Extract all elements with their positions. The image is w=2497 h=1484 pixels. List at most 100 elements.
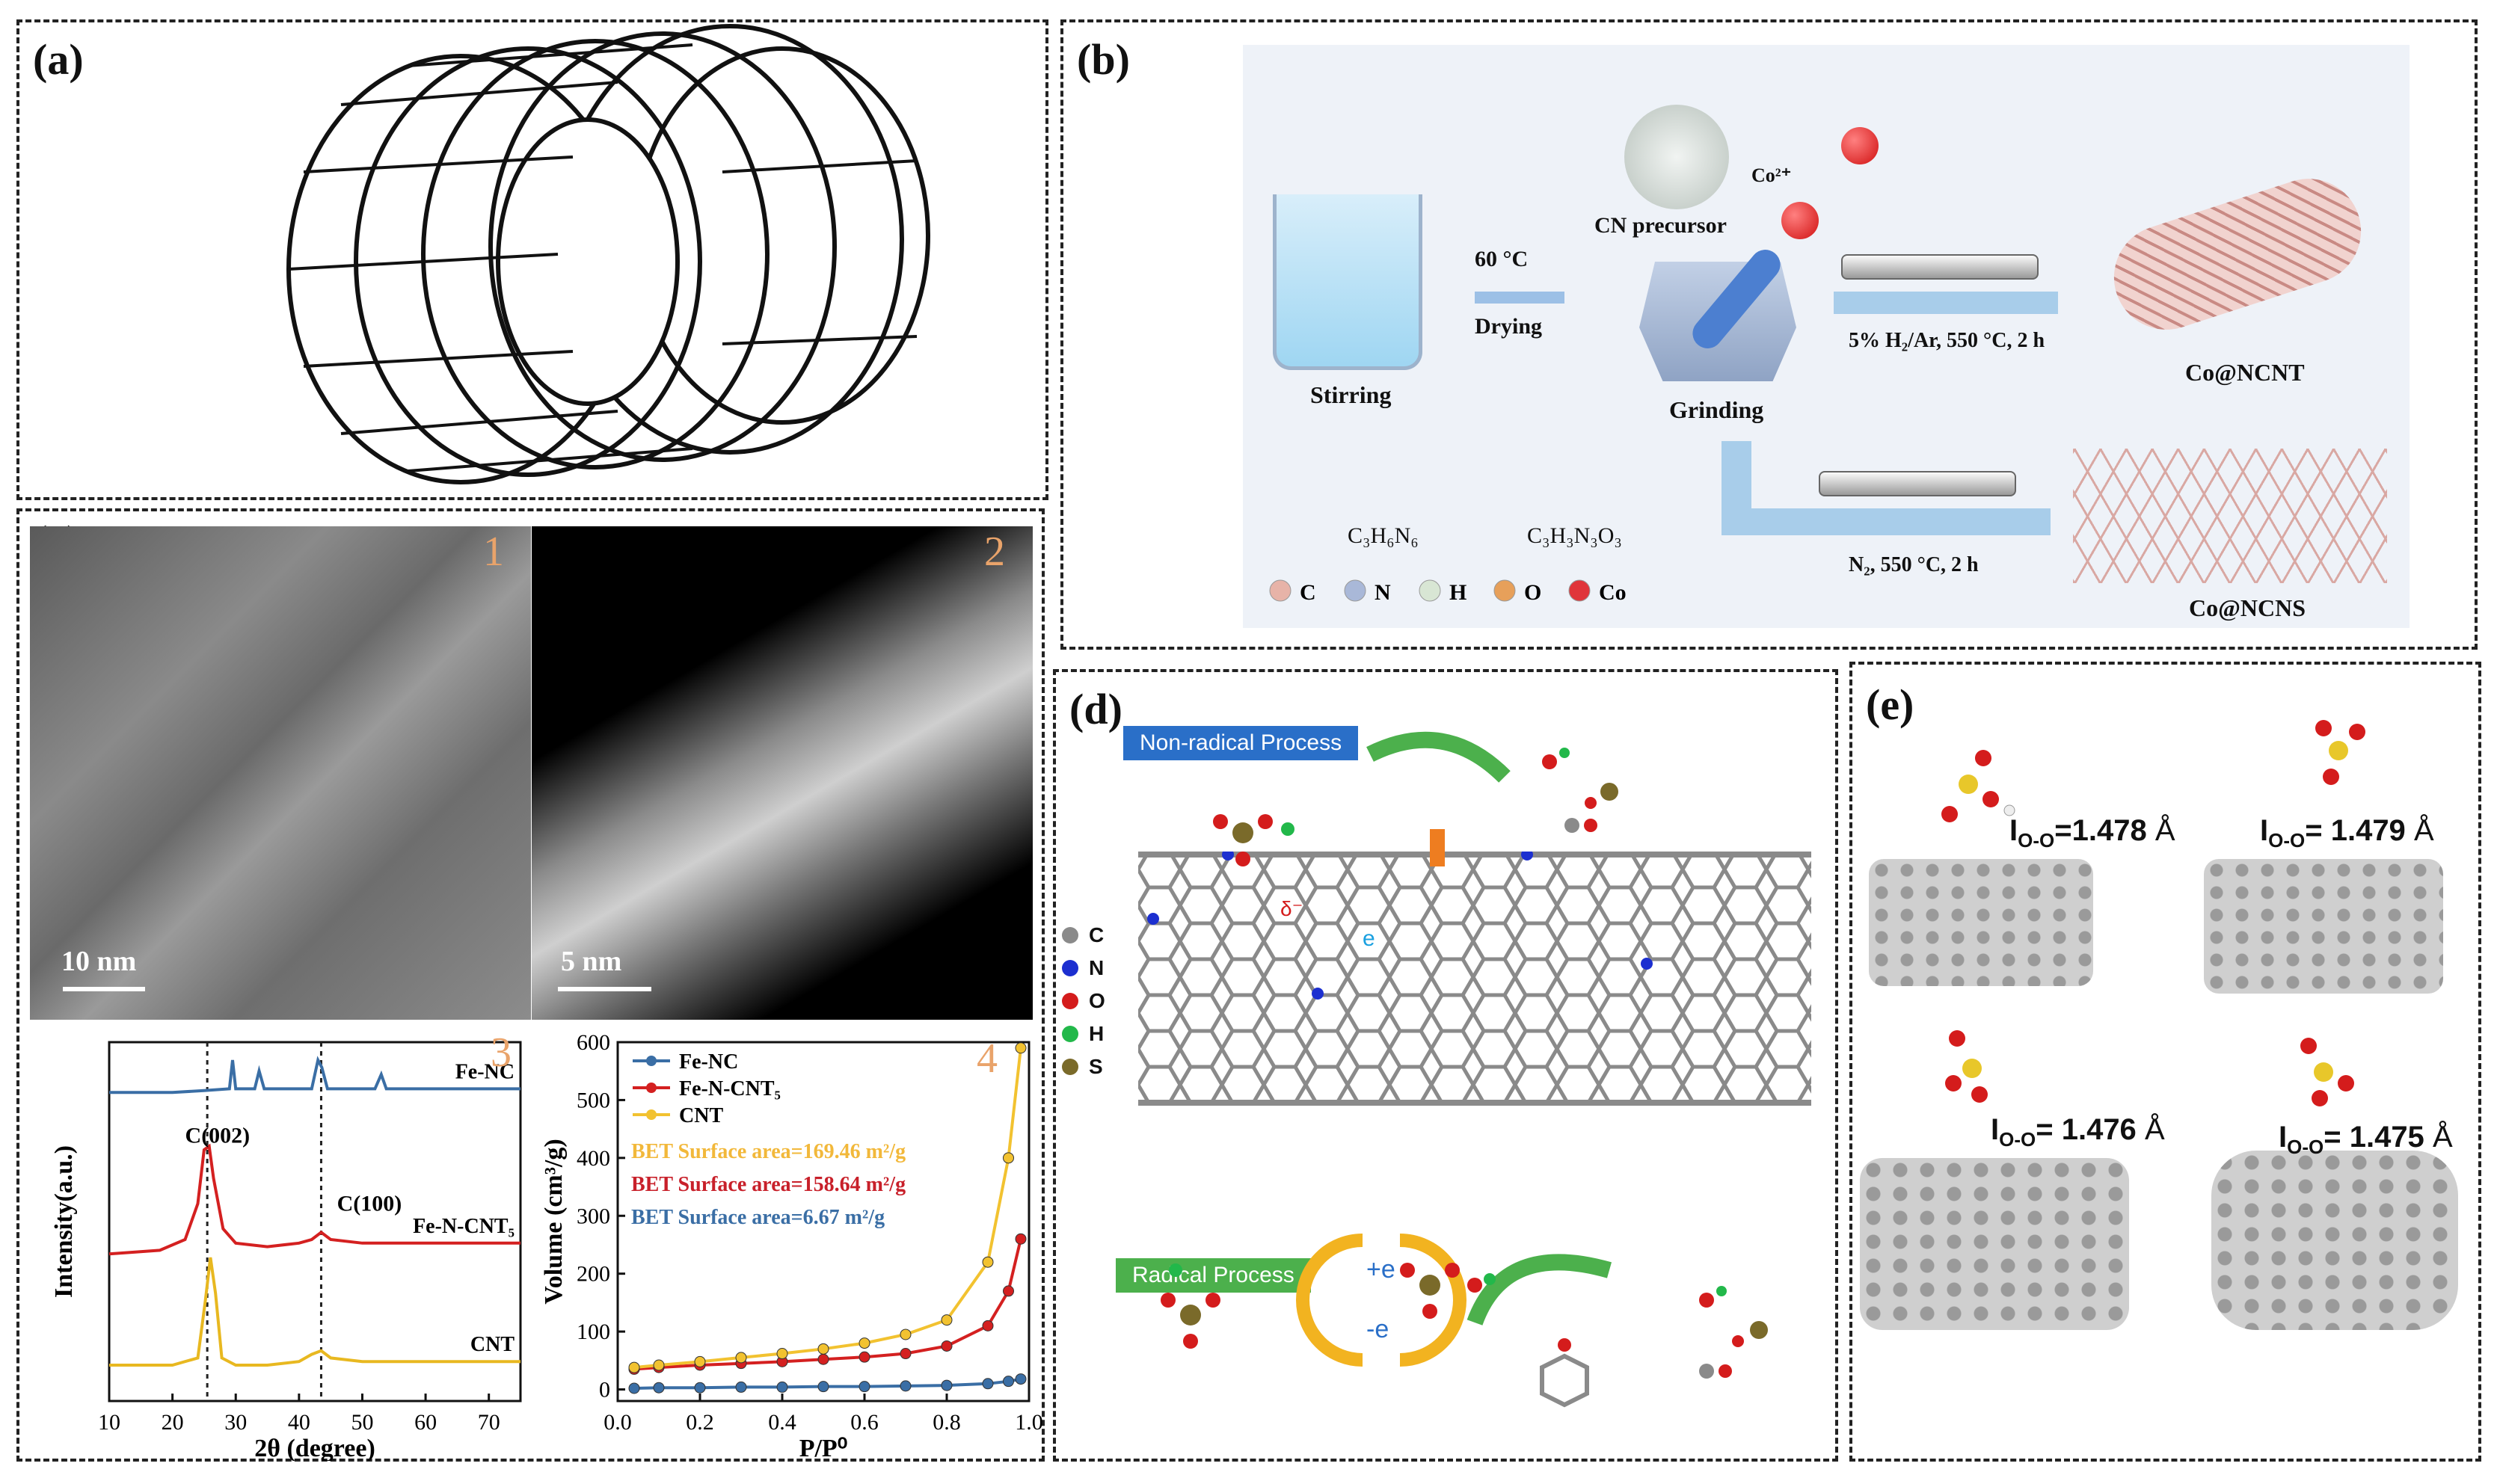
x-axis-label: P/P⁰ [799,1435,848,1461]
bet-annotation-2: BET Surface area=6.67 m²/g [631,1206,885,1229]
products-bottom [1699,1286,1768,1379]
legend-dot-C [1269,579,1292,602]
formula-melamine: C₃H₆N₆ [1348,523,1419,548]
annotation-c002: C(002) [185,1123,251,1148]
panel-d-label: (d) [1069,685,1122,733]
data-point [628,1382,640,1394]
sub-label-1: 1 [483,529,504,575]
legend-Co: Co [1599,580,1627,605]
panel-c: (c) 1 10 nm 2 5 nm 10203040506070Fe-NCFe… [16,508,1045,1462]
haadf-image [532,526,1033,1020]
plus-e-label: +e [1366,1255,1395,1284]
data-point [776,1381,788,1393]
data-point [859,1381,870,1393]
legend-dot-s [1062,1059,1078,1075]
legend-marker-0 [646,1056,657,1066]
minus-e-label: -e [1366,1315,1389,1343]
atom-legend-d: C N O H S [1062,919,1105,1083]
data-point [982,1378,994,1390]
y-axis-label: Intensity(a.u.) [50,1145,78,1298]
formula-cyanuric: C₃H₃N₃O₃ [1527,523,1622,548]
x-tick-label: 0.4 [768,1410,796,1435]
pms-molecule [1213,814,1294,866]
x-tick-label: 0.0 [603,1410,632,1435]
non-radical-badge: Non-radical Process [1123,726,1359,760]
data-point [1003,1152,1014,1164]
series-line-1 [108,1143,520,1256]
bond-length-2: IO-O= 1.479 Å [2260,814,2434,852]
data-point [817,1343,829,1355]
x-tick-label: 50 [351,1410,373,1435]
y-tick-label: 200 [577,1262,610,1287]
y-axis-label: Volume (cm³/g) [540,1139,568,1304]
cnt-model-1 [1869,859,2093,986]
grinding-label: Grinding [1669,396,1764,423]
legend-dot-c [1062,927,1078,943]
data-point [817,1381,829,1393]
graphene-ribbon [1138,852,1811,1106]
cnt-model-2 [2204,859,2443,994]
bet-annotation-0: BET Surface area=169.46 m²/g [631,1140,906,1163]
data-point [653,1359,665,1371]
panel-e: (e) IO-O=1.478 Å IO-O= 1.479 Å IO-O= 1.4… [1849,662,2481,1462]
data-point [694,1355,706,1367]
legend-label-2: CNT [679,1104,723,1127]
h2-condition: 5% H₂/Ar, 550 °C, 2 h [1849,329,2045,352]
co-ion-sphere [1781,202,1819,239]
n2-arrow [1722,508,2051,535]
data-point [900,1380,912,1392]
nanotube-drawing [286,24,930,484]
panel-e-label: (e) [1866,680,1914,729]
y-tick-label: 100 [577,1320,610,1344]
scale-label-2: 5 nm [561,946,622,977]
y-tick-label: 600 [577,1030,610,1055]
n2-condition: N₂, 550 °C, 2 h [1849,553,1979,576]
series-label-2: CNT [470,1333,515,1356]
cnt-model-4 [2211,1151,2458,1330]
pms-molecule-radical [1161,1263,1220,1349]
synthesis-scheme: Stirring CN precursor Co²⁺ 60 °C Drying … [1243,45,2410,628]
bond-length-3: IO-O= 1.476 Å [1991,1113,2165,1151]
legend-s: S [1089,1055,1103,1078]
series-line-2 [633,1047,1022,1370]
beaker [1273,194,1422,370]
panel-a-label: (a) [33,35,84,84]
legend-N: N [1375,580,1391,605]
legend-marker-2 [646,1109,657,1120]
panel-d: (d) Non-radical Process Radical Process … [1053,669,1838,1462]
tem-image [30,526,531,1020]
data-point [941,1340,953,1352]
legend-label-1: Fe-N-CNT₅ [679,1077,781,1100]
bond-length-1: IO-O=1.478 Å [2009,814,2175,852]
data-point [1003,1285,1014,1297]
xrd-frame [108,1041,522,1403]
legend-o: O [1089,989,1105,1012]
n-dopant [1521,852,1533,860]
data-point [817,1353,829,1365]
sub-label-3: 3 [491,1029,512,1076]
x-axis-label: 2θ (degree) [254,1435,375,1461]
delta-label: δ⁻ [1280,897,1303,920]
co-ncnt-tube [2100,164,2375,344]
co-ncns-sheet [2073,449,2387,583]
y-tick-label: 0 [599,1378,610,1403]
n-dopant [1312,988,1324,1000]
phenol-molecule [1540,1338,1589,1408]
bet-frame [616,1041,1031,1403]
co-ncns-label: Co@NCNS [2189,594,2306,621]
x-tick-label: 70 [478,1410,500,1435]
legend-dot-N [1344,579,1366,602]
data-point [900,1328,912,1340]
x-tick-label: 0.8 [933,1410,961,1435]
sub-label-2: 2 [984,529,1005,575]
panel-b-label: (b) [1077,35,1130,84]
products-top [1542,748,1618,833]
panel-a: (a) [16,19,1048,500]
data-point [1015,1233,1027,1245]
data-point [1003,1376,1014,1388]
y-tick-label: 500 [577,1088,610,1112]
legend-dot-O [1493,579,1516,602]
bet-annotation-1: BET Surface area=158.64 m²/g [631,1173,906,1196]
y-tick-label: 300 [577,1204,610,1228]
